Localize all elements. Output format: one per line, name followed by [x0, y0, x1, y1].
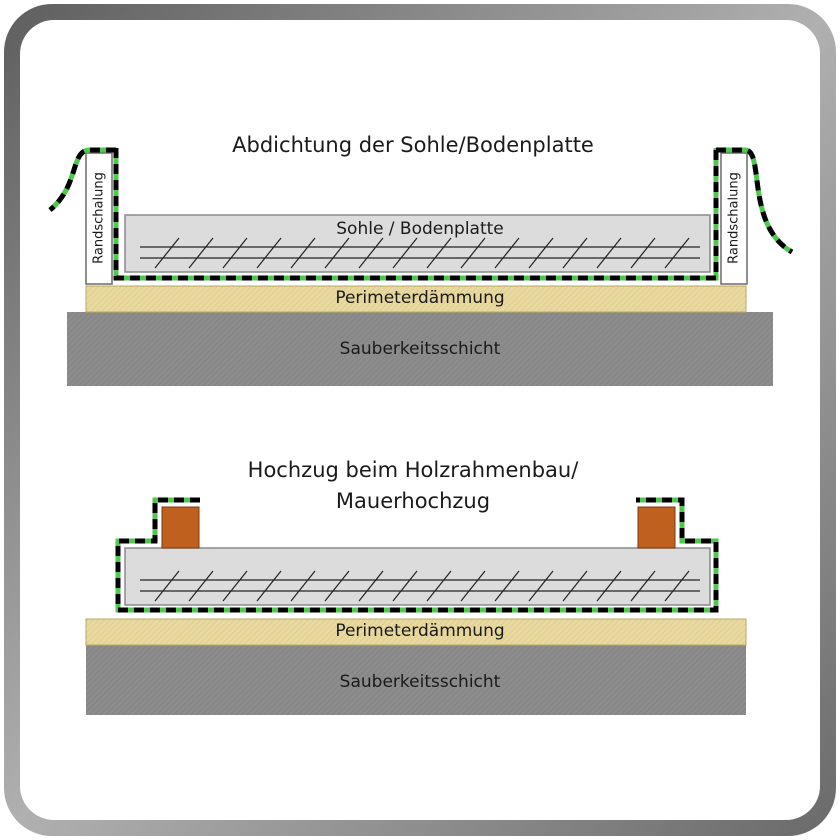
rebar-slash — [460, 570, 486, 602]
rebar-slash — [596, 570, 622, 602]
rebar-slash — [154, 570, 180, 602]
top-diagram-title: Abdichtung der Sohle/Bodenplatte — [232, 133, 594, 157]
rebar-slash — [528, 237, 554, 269]
rebar-slash — [290, 237, 316, 269]
bottom-slab — [124, 547, 711, 606]
rebar-slash — [290, 570, 316, 602]
rebar-slash — [528, 570, 554, 602]
bottom-insulation-layer — [85, 618, 747, 646]
rebar-slash — [664, 237, 690, 269]
rebar-slash — [324, 237, 350, 269]
rebar-slash — [256, 237, 282, 269]
bottom-diagram-title-line2: Mauerhochzug — [335, 489, 491, 513]
rebar-slash — [324, 570, 350, 602]
rebar-slash — [392, 570, 418, 602]
rebar-slash — [256, 570, 282, 602]
bottom-base-label: Sauberkeitsschicht — [339, 672, 501, 692]
rebar-slash — [562, 570, 588, 602]
bottom-reinforcement — [140, 570, 700, 602]
rebar-slash — [596, 237, 622, 269]
rebar-slash — [664, 570, 690, 602]
rebar-slash — [562, 237, 588, 269]
brick-right — [637, 506, 676, 549]
bottom-insulation-label: Perimeterdämmung — [335, 621, 505, 641]
rebar-slash — [426, 237, 452, 269]
rebar-slash — [426, 570, 452, 602]
rebar-slash — [358, 237, 384, 269]
bottom-membrane — [115, 497, 719, 613]
rebar-slash — [460, 237, 486, 269]
rebar-slash — [358, 570, 384, 602]
top-reinforcement — [140, 237, 700, 269]
top-base-layer — [67, 312, 773, 386]
bottom-diagram-title-line1: Hochzug beim Holzrahmenbau/ — [247, 458, 579, 482]
rebar-slash — [222, 237, 248, 269]
top-insulation-layer — [85, 285, 747, 313]
top-slab-label: Sohle / Bodenplatte — [336, 219, 504, 239]
rebar-slash — [494, 570, 520, 602]
top-membrane — [48, 147, 794, 281]
brick-left — [161, 506, 200, 549]
formwork-left — [85, 152, 113, 285]
formwork-right — [720, 152, 748, 285]
formwork-left-label: Randschalung — [91, 172, 107, 264]
bottom-diagram — [85, 497, 747, 715]
rebar-slash — [392, 237, 418, 269]
rebar-slash — [222, 570, 248, 602]
rebar-slash — [188, 237, 214, 269]
rebar-slash — [188, 570, 214, 602]
rebar-slash — [630, 570, 656, 602]
rebar-slash — [630, 237, 656, 269]
top-slab — [124, 214, 711, 273]
top-base-label: Sauberkeitsschicht — [339, 339, 501, 359]
rebar-slash — [154, 237, 180, 269]
rebar-slash — [494, 237, 520, 269]
bottom-base-layer — [86, 645, 746, 715]
formwork-right-label: Randschalung — [726, 172, 742, 264]
top-insulation-label: Perimeterdämmung — [335, 288, 505, 308]
top-diagram — [48, 147, 794, 386]
